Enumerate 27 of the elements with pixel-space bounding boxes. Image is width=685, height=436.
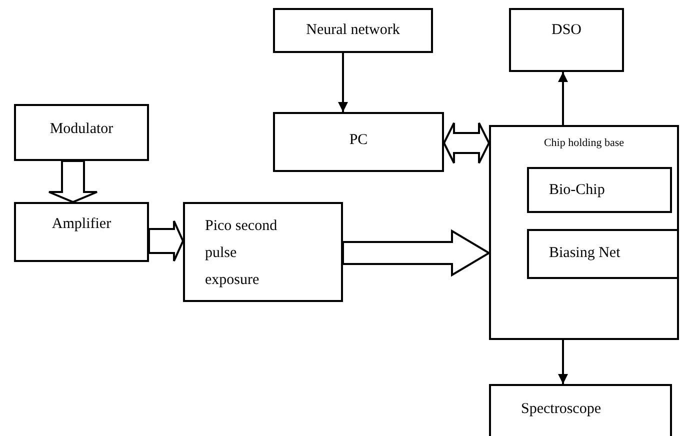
process-box: [489, 125, 679, 340]
box-label: Biasing Net: [548, 244, 622, 262]
process-box: [273, 8, 433, 53]
box-label: Pico second pulse exposure: [204, 217, 278, 290]
box-label: Modulator: [48, 120, 114, 138]
block-arrow: [442, 122, 490, 164]
process-box: [509, 8, 624, 72]
box-label: PC: [348, 131, 369, 149]
process-box: [14, 202, 149, 262]
process-box: [183, 202, 343, 302]
block-arrow: [148, 220, 184, 262]
box-label: Spectroscope: [520, 400, 602, 418]
arrow: [558, 340, 568, 384]
block-arrow: [48, 160, 98, 204]
process-box: [527, 229, 679, 279]
box-heading: Chip holding base: [542, 136, 626, 151]
arrow: [558, 72, 568, 125]
process-box: [489, 384, 672, 436]
box-label: Neural network: [305, 21, 401, 39]
box-label: Bio-Chip: [548, 181, 606, 199]
box-label: DSO: [550, 21, 582, 39]
block-arrow: [342, 229, 491, 277]
box-label: Amplifier: [50, 215, 112, 233]
process-box: [527, 167, 672, 213]
arrow: [338, 53, 348, 112]
process-box: [273, 112, 444, 172]
process-box: [14, 104, 149, 161]
